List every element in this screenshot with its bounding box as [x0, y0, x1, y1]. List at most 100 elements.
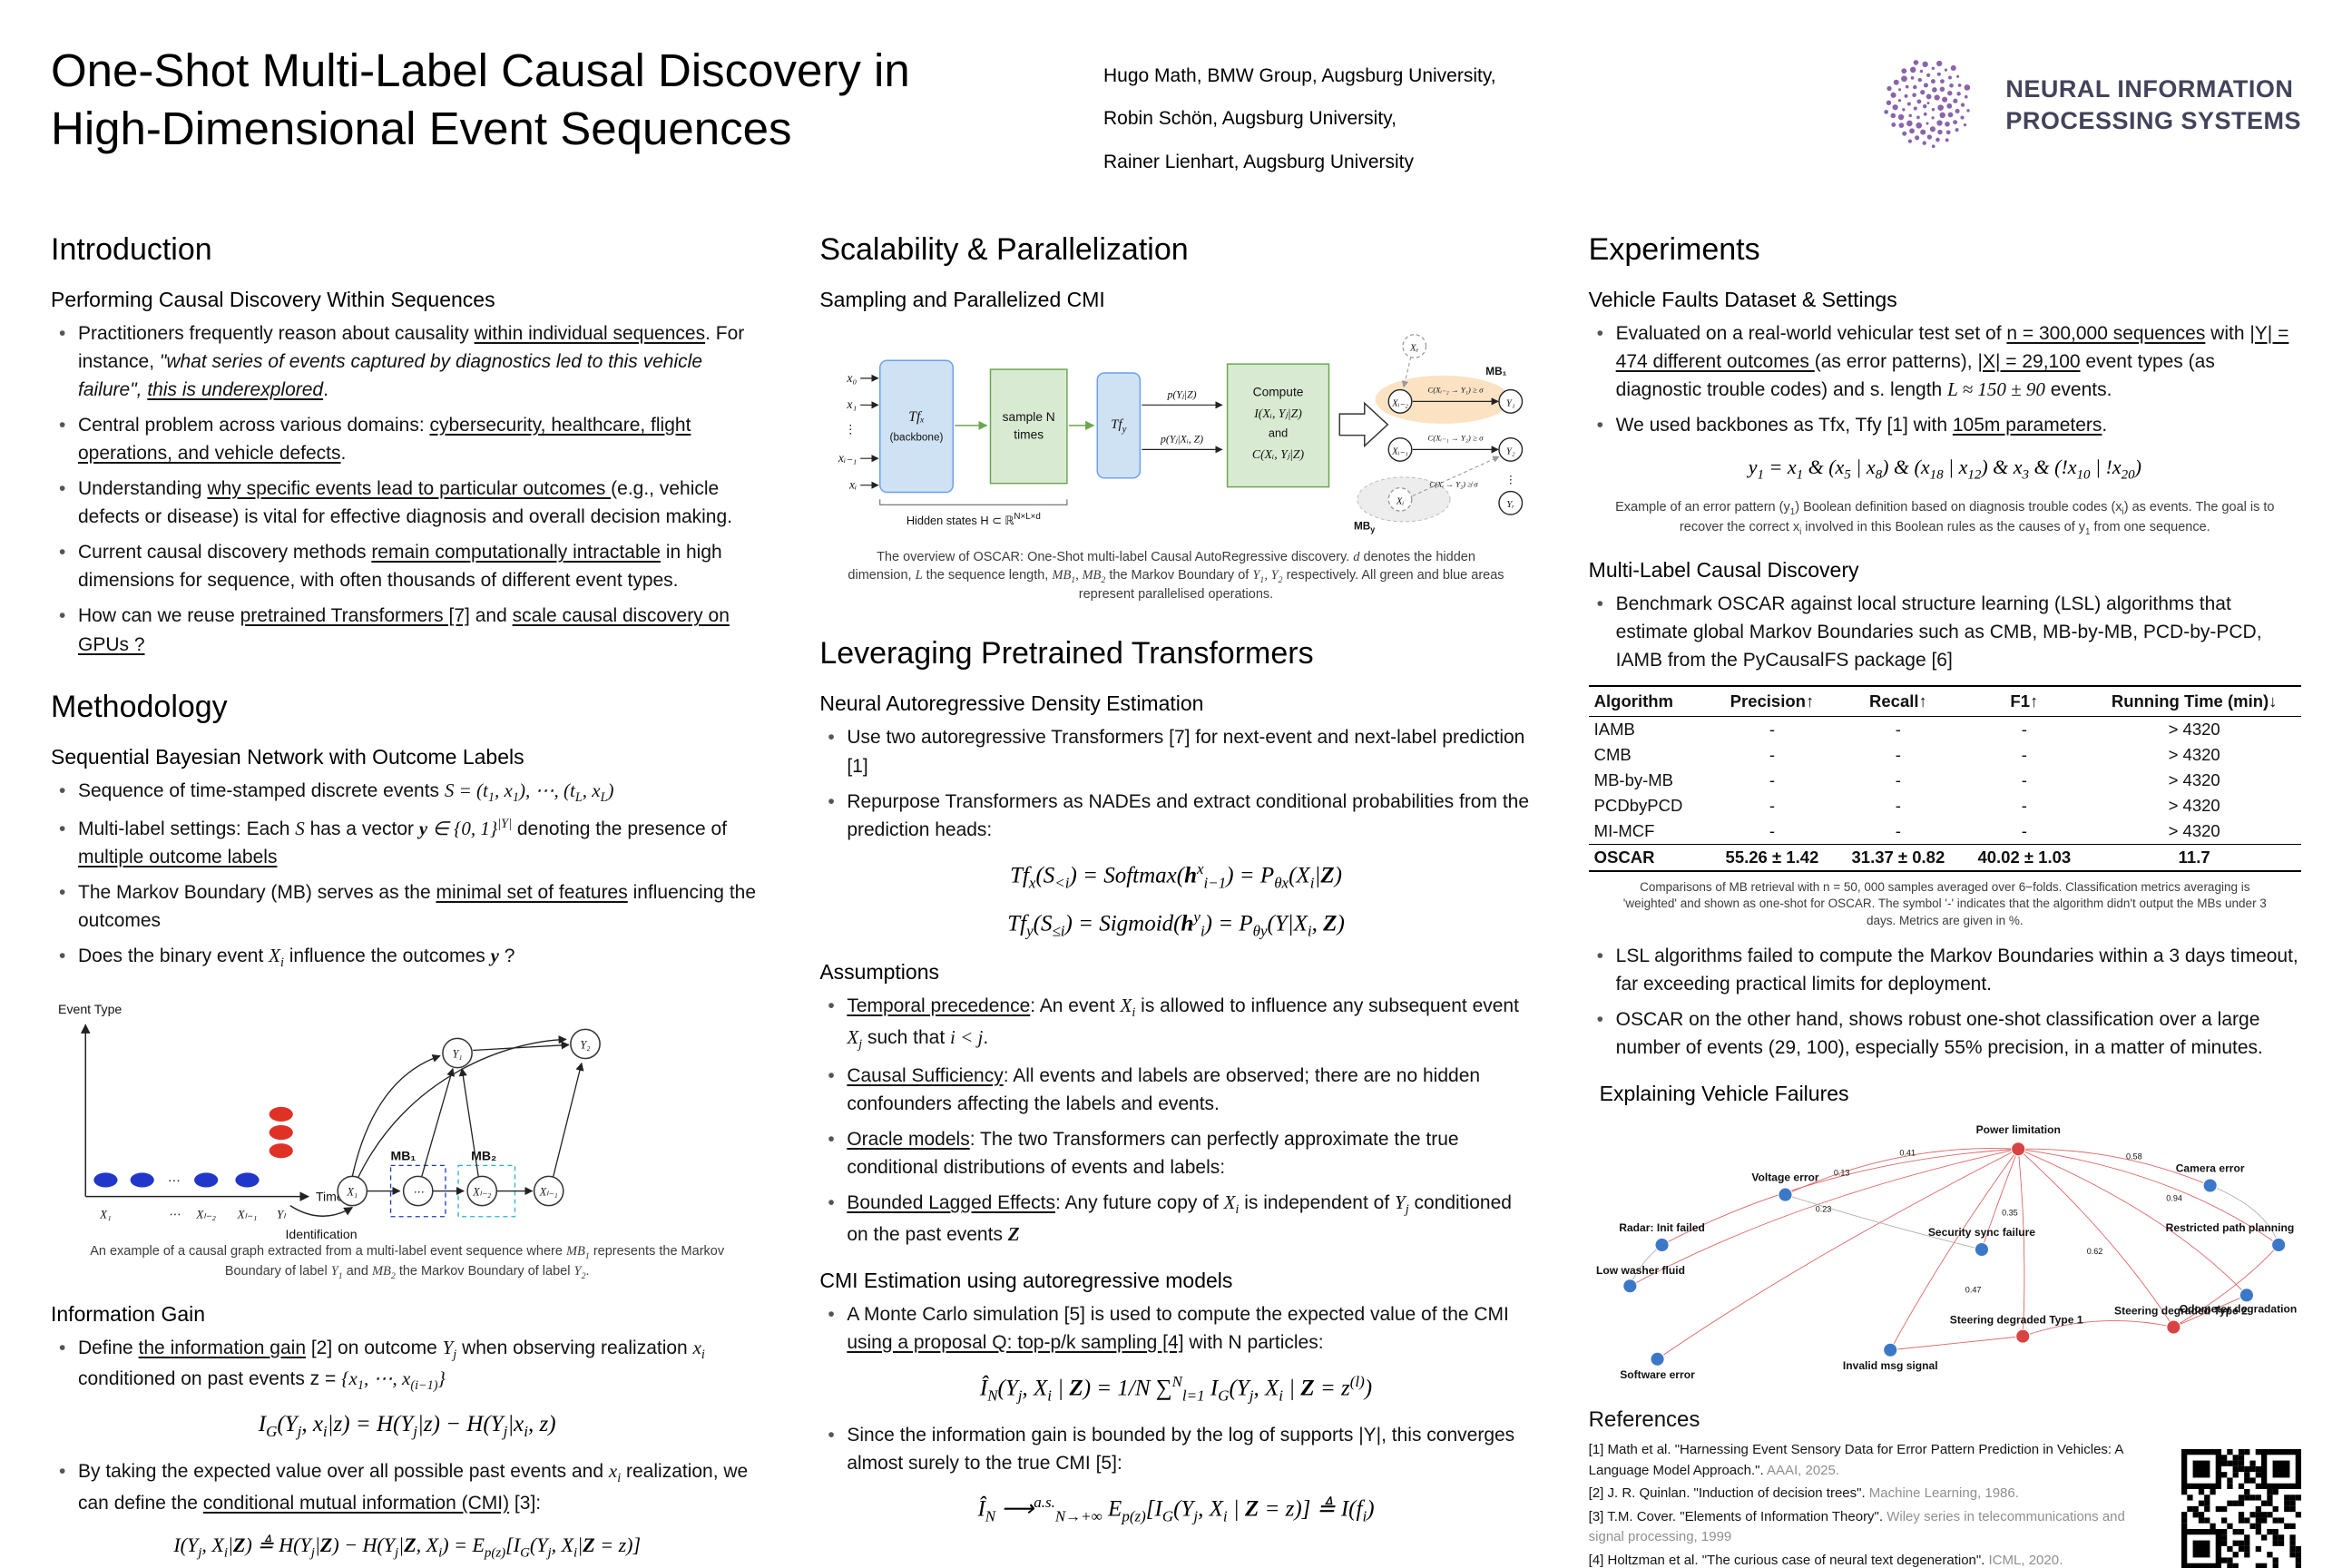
information-gain-bullet-1-list: Define the information gain [2] on outco… — [51, 1334, 763, 1396]
graph-vdots: ⋮ — [1505, 474, 1516, 485]
cell-recall: - — [1895, 770, 1901, 790]
node-dots: ⋯ — [413, 1185, 424, 1198]
results-table-caption: Comparisons of MB retrieval with n = 50,… — [1622, 880, 2267, 927]
section-experiments: Experiments Vehicle Faults Dataset & Set… — [1588, 232, 2301, 1568]
references-list: [1] Math et al. "Harnessing Event Sensor… — [1589, 1440, 2158, 1568]
methodology-figure-caption: An example of a causal graph extracted f… — [90, 1244, 725, 1281]
timeline-labels: X₁ ⋯ Xₗ₋₂ Xₗ₋₁ Yₗ — [99, 1207, 286, 1220]
neurips-logo: NEURAL INFORMATION PROCESSING SYSTEMS — [1860, 42, 2301, 169]
cmi-bullet-1-list: A Monte Carlo simulation [5] is used to … — [819, 1300, 1532, 1357]
section-scalability: Scalability & Parallelization Sampling a… — [819, 232, 1532, 604]
oscar-figure-caption: The overview of OSCAR: One-Shot multi-la… — [848, 550, 1504, 602]
bullet-item: Benchmark OSCAR against local structure … — [1589, 590, 2301, 674]
table-row: PCDbyPCD - - - > 4320 — [1589, 793, 2301, 818]
bullet-item: Does the binary event Xi influence the o… — [51, 942, 763, 973]
bullet-item: The Markov Boundary (MB) serves as the m… — [51, 878, 763, 935]
cell-recall: - — [1895, 796, 1901, 816]
cell-runtime: > 4320 — [2168, 821, 2220, 841]
svg-text:0.23: 0.23 — [1815, 1205, 1831, 1214]
scalability-heading: Scalability & Parallelization — [819, 231, 1189, 267]
axis-x-label: Time — [316, 1189, 344, 1203]
bullet-item: Causal Sufficiency: All events and label… — [819, 1062, 1532, 1118]
node-xe: Xₑ — [1409, 342, 1419, 353]
node-radar-init-failed — [1654, 1237, 1670, 1253]
introduction-heading: Introduction — [51, 231, 212, 267]
bullet-item: Temporal precedence: An event Xi is allo… — [819, 992, 1532, 1054]
failure-network-graph: 0.41 0.13 0.58 0.94 0.23 0.35 0.62 0.47 — [1596, 1123, 2297, 1381]
qr-code — [2180, 1449, 2301, 1568]
tfy-label: Tfy — [1112, 417, 1127, 435]
mlcd-subheading: Multi-Label Causal Discovery — [1588, 557, 1859, 582]
input-x0: x₀ — [847, 371, 858, 385]
introduction-bullets: Practitioners frequently reason about ca… — [51, 319, 763, 659]
input-x1: x₁ — [847, 397, 858, 411]
prob-label-2: p(Yⱼ|Xᵢ, Z) — [1160, 433, 1203, 445]
scalability-subheading: Sampling and Parallelized CMI — [819, 287, 1105, 311]
methodology-bullets: Sequence of time-stamped discrete events… — [51, 777, 763, 974]
results-table-body: IAMB - - - > 4320 CMB - - - — [1588, 717, 2301, 872]
bullet-item: How can we reuse pretrained Transformers… — [51, 602, 763, 658]
bullet-item: A Monte Carlo simulation [5] is used to … — [819, 1300, 1532, 1357]
cell-runtime: > 4320 — [2168, 770, 2220, 790]
reference-item: [1] Math et al. "Harnessing Event Sensor… — [1588, 1442, 2123, 1478]
bullet-item: Understanding why specific events lead t… — [51, 475, 763, 531]
bullet-item: Use two autoregressive Transformers [7] … — [819, 723, 1532, 779]
dataset-subheading: Vehicle Faults Dataset & Settings — [1588, 287, 1897, 311]
node-low-washer-fluid — [1622, 1279, 1638, 1294]
causal-graph-figure: Event Type Time ⋯ — [58, 1002, 601, 1240]
failure-edges — [1629, 1148, 2279, 1360]
svg-text:Odometer degradation: Odometer degradation — [2179, 1302, 2297, 1315]
node-xi2: Xᵢ₋₂ — [1391, 397, 1408, 408]
output-causal-graph: MB₁ MBy C(Xᵢ₋₂ → Y₁) ≥ σ C(Xᵢ₋₁ → Y₂) ≥ … — [1354, 333, 1524, 534]
cell-algorithm: IAMB — [1593, 720, 1635, 740]
error-pattern-caption: Example of an error pattern (y1) Boolean… — [1615, 500, 2275, 537]
oscar-overview-figure: x₀ x₁ ⋮ xᵢ₋₁ xᵢ Tfₓ — [819, 323, 1532, 545]
svg-text:0.58: 0.58 — [2126, 1152, 2142, 1161]
bullet-item: OSCAR on the other hand, shows robust on… — [1589, 1005, 2301, 1062]
nade-bullets: Use two autoregressive Transformers [7] … — [819, 723, 1532, 843]
node-xi: Xᵢ — [1396, 495, 1405, 506]
references-block: References [1] Math et al. "Harnessing E… — [1589, 1407, 2158, 1568]
cmi-bullet-2-list: Since the information gain is bounded by… — [819, 1421, 1532, 1477]
logo-text-line-1: NEURAL INFORMATION — [2005, 74, 2294, 103]
cell-f1: 40.02 ± 1.03 — [1977, 848, 2072, 867]
bullet-item: Sequence of time-stamped discrete events… — [51, 777, 763, 808]
tfx-backbone-box: Tfₓ (backbone) — [879, 359, 955, 493]
svg-text:0.94: 0.94 — [2166, 1194, 2182, 1203]
bullet-item: Central problem across various domains: … — [51, 411, 763, 467]
author-line: Hugo Math, BMW Group, Augsburg Universit… — [1103, 65, 1496, 86]
table-row: MB-by-MB - - - > 4320 — [1589, 768, 2301, 793]
node-x1: X₁ — [346, 1185, 358, 1198]
timeline-events: ⋯ — [93, 1106, 293, 1188]
references-row: References [1] Math et al. "Harnessing E… — [1589, 1407, 2301, 1568]
sample-box: sample N times — [990, 368, 1068, 485]
tfy-sigmoid-formula: Tfy(S≤i) = Sigmoid(hyi) = Pθy(Y|Xi, Z) — [1007, 908, 1345, 940]
mlcd-discussion-bullets: LSL algorithms failed to compute the Mar… — [1589, 942, 2301, 1062]
node-y2: Y₂ — [581, 1038, 591, 1051]
edge-label-3: C(Xᵢ → Y₂) ≱ σ — [1430, 479, 1479, 488]
timeline-axes: Event Type Time — [58, 1002, 344, 1203]
column-right: Experiments Vehicle Faults Dataset & Set… — [1588, 232, 2301, 1568]
cmi-definition-formula: I(Yj, Xi|Z) ≜ H(Yj|Z) − H(Yj|Z, Xi) = Ep… — [173, 1533, 642, 1561]
sample-label-1: sample N — [1003, 410, 1055, 424]
bullet-item: Current causal discovery methods remain … — [51, 538, 763, 594]
bullet-item: Oracle models: The two Transformers can … — [819, 1125, 1532, 1181]
failure-edge-weights: 0.41 0.13 0.58 0.94 0.23 0.35 0.62 0.47 — [1815, 1148, 2181, 1294]
tfy-box: Tfy — [1096, 371, 1142, 479]
col-header-f1: F1↑ — [1961, 685, 2088, 718]
identification-label: Identification — [286, 1226, 358, 1240]
table-row: CMB - - - > 4320 — [1589, 742, 2301, 768]
node-odometer-degradation — [2239, 1288, 2254, 1303]
reference-item: [2] J. R. Quinlan. "Induction of decisio… — [1588, 1485, 2019, 1502]
convergence-formula: ÎN ⟶a.s.N→+∞ Ep(z)[IG(Yj, Xi | Z = z)] ≜… — [977, 1494, 1375, 1525]
poster-title: One-Shot Multi-Label Causal Discovery in… — [51, 42, 995, 159]
tfx-softmax-formula: Tfx(S<i) = Softmax(hxi−1) = Pθx(Xi|Z) — [1010, 859, 1342, 892]
svg-text:Radar: Init failed: Radar: Init failed — [1619, 1221, 1705, 1234]
compute-box: Compute I(Xᵢ, Yⱼ|Z) and C(Xᵢ, Yⱼ|Z) — [1227, 363, 1330, 488]
svg-text:0.13: 0.13 — [1833, 1168, 1849, 1177]
methodology-subheading: Sequential Bayesian Network with Outcome… — [51, 744, 524, 769]
cell-recall: - — [1895, 745, 1901, 765]
input-vdots: ⋮ — [845, 422, 858, 436]
title-line-1: One-Shot Multi-Label Causal Discovery in — [51, 44, 910, 96]
